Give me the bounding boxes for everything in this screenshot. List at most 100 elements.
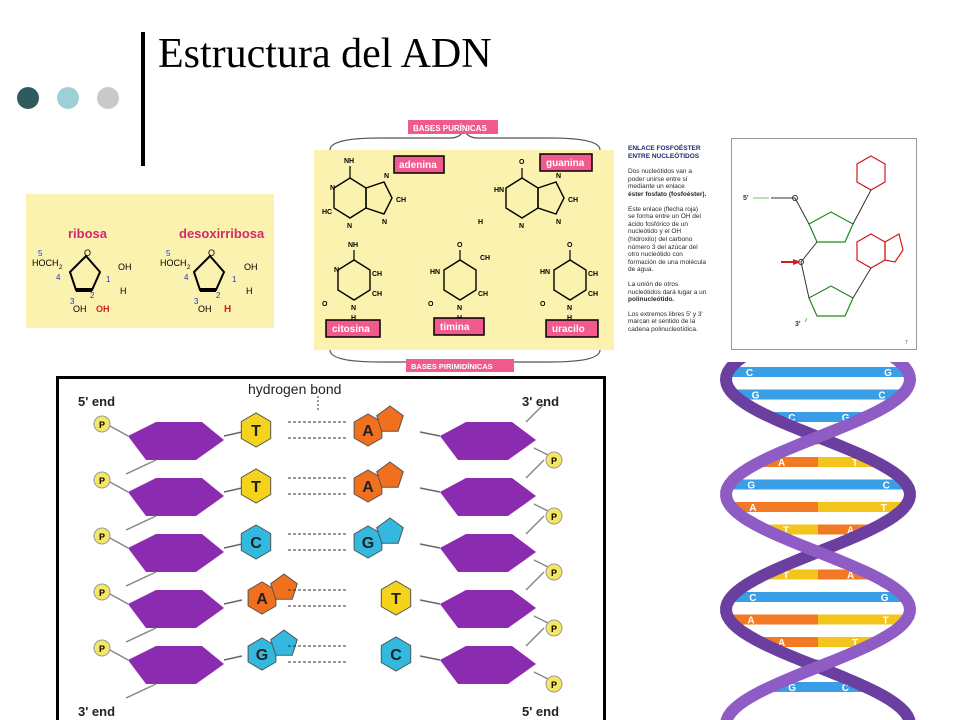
- phosphate-left: P: [93, 415, 111, 433]
- helix-base-left: [770, 412, 818, 422]
- hydrogen-bond-lines: [288, 533, 348, 551]
- phosphate-left: P: [93, 527, 111, 545]
- base-letter: G: [362, 535, 374, 552]
- svg-text:HOCH: HOCH: [32, 258, 59, 268]
- helix-base-right: [818, 569, 872, 580]
- svg-text:CH: CH: [588, 291, 598, 298]
- helix-base-left: [733, 389, 818, 400]
- ribose-diagram: ribosa O HOCH 2 5 4 1 3 2 OH H OH OH: [32, 226, 132, 314]
- five-end-top-label: 5' end: [78, 394, 115, 409]
- purine-header: BASES PURÍNICAS: [413, 124, 487, 133]
- sugar-left: [128, 478, 224, 516]
- helix-base-right: [818, 637, 877, 647]
- svg-text:CH: CH: [372, 271, 382, 278]
- base-right: A: [353, 461, 404, 503]
- svg-text:2: 2: [187, 265, 191, 271]
- three-prime-label: 3': [795, 321, 801, 328]
- helix-base-left: [729, 614, 818, 625]
- base-letter: G: [256, 647, 268, 664]
- svg-text:3: 3: [70, 297, 75, 306]
- svg-text:CH: CH: [588, 271, 598, 278]
- phosphate-label: P: [551, 456, 557, 466]
- base-right: G: [353, 517, 404, 559]
- phosphate-label: P: [99, 588, 105, 598]
- svg-text:CH: CH: [478, 291, 488, 298]
- helix-base-letter: T: [852, 638, 858, 649]
- svg-text:2: 2: [90, 291, 95, 300]
- sugar-right: [440, 534, 536, 572]
- helix-base-letter: T: [852, 458, 858, 469]
- helix-base-letter: C: [842, 683, 849, 694]
- hydrogen-bond-lines: [288, 477, 348, 495]
- phosphate-left: P: [93, 639, 111, 657]
- svg-text:H: H: [351, 315, 356, 322]
- helix-base-left: [759, 637, 818, 647]
- guanine-label: guanina: [546, 158, 585, 169]
- base-left: T: [240, 468, 272, 504]
- svg-text:H: H: [224, 304, 231, 315]
- five-end-bottom-label: 5' end: [522, 704, 559, 719]
- adenine-tag: [393, 155, 445, 174]
- phosphoester-text: ENLACE FOSFOÉSTER ENTRE NUCLEÓTIDOS Dos …: [628, 145, 728, 333]
- helix-base-letter: C: [883, 481, 890, 492]
- phosphoester-heading-2: ENTRE NUCLEÓTIDOS: [628, 152, 700, 160]
- helix-base-letter: G: [842, 413, 850, 424]
- hydrogen-bond-lines: [288, 645, 348, 663]
- svg-text:N: N: [556, 219, 561, 226]
- base-letter: T: [251, 423, 261, 440]
- sugar-left: [128, 646, 224, 684]
- helix-base-left: [770, 682, 818, 692]
- svg-text:2: 2: [216, 291, 221, 300]
- phosphate-label: P: [99, 476, 105, 486]
- svg-text:O: O: [457, 242, 463, 249]
- base-letter: A: [256, 591, 268, 608]
- base-left: A: [247, 573, 298, 615]
- svg-text:CH: CH: [396, 197, 406, 204]
- deoxyribose-label: desoxirribosa: [179, 226, 265, 241]
- phosphate-label: P: [99, 532, 105, 542]
- helix-base-right: [818, 412, 866, 422]
- helix-base-letter: C: [749, 593, 756, 604]
- helix-base-right: [818, 457, 877, 467]
- helix-base-right: [818, 479, 907, 490]
- cytosine-label: citosina: [332, 324, 370, 335]
- decor-dot-gray: [97, 87, 119, 109]
- helix-base-letter: A: [778, 458, 785, 469]
- hydrogen-bond-lines: [288, 421, 348, 439]
- svg-text:N: N: [457, 305, 462, 312]
- phosphate-label: P: [551, 568, 557, 578]
- uracil-tag: [545, 319, 599, 338]
- cytosine-structure: NH N CH CH O N H citosina: [322, 242, 382, 338]
- phosphoester-heading-1: ENLACE FOSFOÉSTER: [628, 145, 701, 152]
- svg-text:H: H: [120, 286, 127, 296]
- svg-text:N: N: [330, 185, 335, 192]
- svg-text:OH: OH: [73, 304, 87, 314]
- svg-text:4: 4: [184, 273, 189, 282]
- red-arrow-icon: [793, 259, 801, 265]
- sugar-right: [440, 478, 536, 516]
- phosphate-label: P: [551, 624, 557, 634]
- helix-base-letter: C: [878, 391, 885, 402]
- phosphate-left: P: [93, 583, 111, 601]
- sugar-right: [440, 422, 536, 460]
- helix-base-letter: G: [788, 683, 796, 694]
- helix-base-letter: G: [747, 481, 755, 492]
- hydrogen-bond-lines: [288, 589, 348, 607]
- helix-base-letter: C: [788, 413, 795, 424]
- svg-text:OH: OH: [198, 304, 212, 314]
- svg-text:NH: NH: [344, 158, 354, 165]
- base-letter: C: [390, 647, 402, 664]
- svg-text:O: O: [208, 248, 215, 258]
- svg-text:O: O: [322, 301, 328, 308]
- helix-base-right: [818, 592, 905, 602]
- helix-base-letter: G: [881, 593, 889, 604]
